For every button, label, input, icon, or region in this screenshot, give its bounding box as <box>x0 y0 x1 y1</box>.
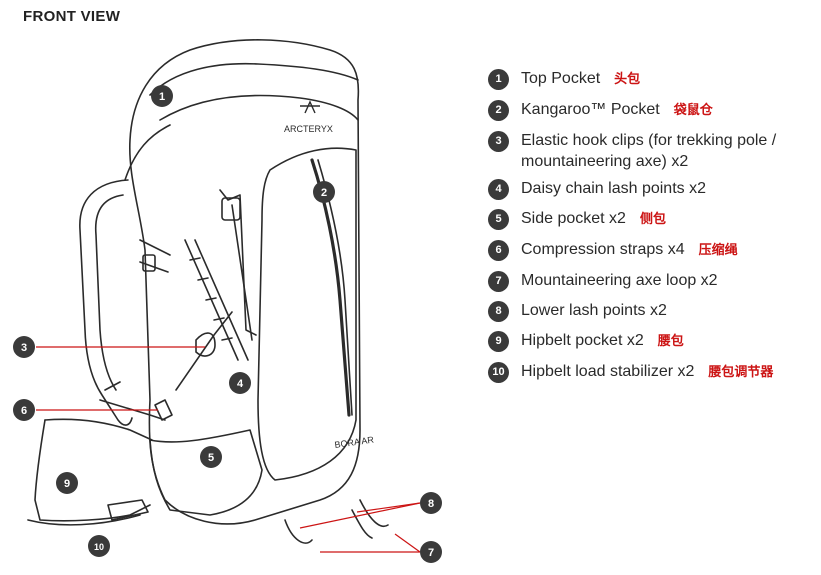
callout-circle-6 <box>13 399 35 421</box>
legend-number-badge: 6 <box>488 240 509 261</box>
callout-number-9: 9 <box>64 478 70 490</box>
legend-note: 腰包 <box>657 334 684 349</box>
diagram-title: FRONT VIEW <box>23 8 121 25</box>
legend-note: 头包 <box>614 72 641 87</box>
legend-number-badge: 2 <box>488 100 509 121</box>
callout-number-4: 4 <box>237 378 244 390</box>
legend-label: Top Pocket <box>521 70 601 87</box>
legend-number-badge: 5 <box>488 209 509 230</box>
legend-label: Mountaineering axe loop x2 <box>521 272 718 289</box>
legend-label: Hipbelt load stabilizer x2 <box>521 363 695 380</box>
legend-note: 腰包调节器 <box>708 365 774 380</box>
legend-item-3: 3 Elastic hook clips (for trekking pole /… <box>488 130 818 172</box>
legend-note: 压缩绳 <box>698 243 738 258</box>
legend-item-4: 4 Daisy chain lash points x2 <box>488 178 818 200</box>
callout-circle-2 <box>313 181 335 203</box>
legend-label: Compression straps x4 <box>521 241 685 258</box>
legend-item-1: 1 Top Pocket 头包 <box>488 68 818 90</box>
legend-item-9: 9 Hipbelt pocket x2 腰包 <box>488 330 818 352</box>
legend-number-badge: 9 <box>488 331 509 352</box>
leader-lines <box>36 346 421 553</box>
legend-item-2: 2 Kangaroo™ Pocket 袋鼠仓 <box>488 99 818 121</box>
legend-number-badge: 7 <box>488 271 509 292</box>
legend-item-7: 7 Mountaineering axe loop x2 <box>488 270 818 292</box>
callout-number-2: 2 <box>321 187 327 199</box>
legend-number-badge: 4 <box>488 179 509 200</box>
callout-circle-9 <box>56 472 78 494</box>
legend-item-10: 10 Hipbelt load stabilizer x2 腰包调节器 <box>488 361 818 383</box>
callout-number-3: 3 <box>21 342 27 354</box>
callout-markers: 1 2 3 4 5 6 7 8 9 10 <box>13 85 442 563</box>
model-label: BORA AR <box>334 435 375 450</box>
callout-circle-10 <box>88 535 110 557</box>
legend-item-5: 5 Side pocket x2 侧包 <box>488 208 818 230</box>
legend-label: Lower lash points x2 <box>521 302 667 319</box>
legend-number-badge: 1 <box>488 69 509 90</box>
legend-list: 1 Top Pocket 头包 2 Kangaroo™ Pocket 袋鼠仓 3 Elasti… <box>488 68 818 383</box>
callout-number-10: 10 <box>94 542 104 552</box>
callout-number-8: 8 <box>428 498 434 510</box>
legend-number-badge: 3 <box>488 131 509 152</box>
legend-label: Elastic hook clips (for trekking pole / … <box>521 132 777 170</box>
legend-note: 侧包 <box>639 212 666 227</box>
callout-number-7: 7 <box>428 547 434 559</box>
legend-item-6: 6 Compression straps x4 压缩绳 <box>488 239 818 261</box>
callout-number-1: 1 <box>159 91 165 103</box>
legend-number-badge: 10 <box>488 362 509 383</box>
legend-note: 袋鼠仓 <box>673 103 713 118</box>
legend-label: Kangaroo™ Pocket <box>521 101 660 118</box>
callout-circle-1 <box>151 85 173 107</box>
callout-circle-3 <box>13 336 35 358</box>
arcteryx-bird-icon <box>300 100 320 114</box>
brand-logo: ARCTERYX <box>284 124 333 134</box>
legend-label: Daisy chain lash points x2 <box>521 180 706 197</box>
callout-number-6: 6 <box>21 405 27 417</box>
legend-label: Hipbelt pocket x2 <box>521 332 644 349</box>
callout-circle-5 <box>200 446 222 468</box>
legend-item-8: 8 Lower lash points x2 <box>488 300 818 322</box>
legend-label: Side pocket x2 <box>521 210 626 227</box>
legend-number-badge: 8 <box>488 301 509 322</box>
callout-number-5: 5 <box>208 452 214 464</box>
callout-circle-8 <box>420 492 442 514</box>
callout-circle-4 <box>229 372 251 394</box>
callout-circle-7 <box>420 541 442 563</box>
